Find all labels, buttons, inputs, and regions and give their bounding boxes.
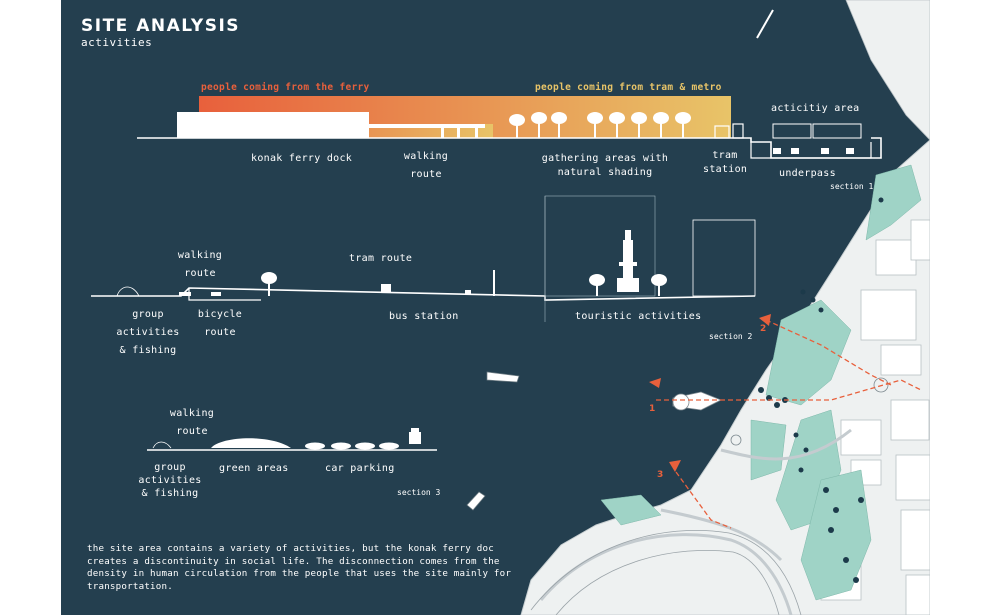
walking-roof — [369, 124, 485, 128]
tall-frame-right — [692, 219, 756, 297]
section-3-label: section 3 — [397, 488, 441, 497]
section-3-drawing — [147, 428, 437, 451]
boats — [466, 371, 520, 511]
page-subtitle: activities — [81, 36, 153, 49]
walking-route-label-1b: route — [410, 169, 442, 180]
tram-flow-label: people coming from tram & metro — [535, 82, 722, 93]
section-1-drawing — [137, 96, 882, 159]
group-activities-label-2b: activities — [116, 327, 180, 338]
pier — [672, 377, 889, 446]
bicycle-route-label-b: route — [204, 327, 236, 338]
roads — [539, 428, 852, 615]
road-edges — [530, 530, 802, 615]
description-text: the site area contains a variety of acti… — [87, 543, 512, 592]
section-1-trees — [509, 112, 691, 138]
walking-route-label-3a: walking — [169, 408, 215, 419]
group-activities-label-3b: activities — [138, 475, 202, 486]
page-title: SITE ANALYSIS — [81, 16, 241, 36]
walking-route-label-2a: walking — [177, 250, 223, 261]
group-activities-label-3c: & fishing — [141, 488, 199, 499]
section-3-tower — [409, 428, 421, 444]
north-arrow — [756, 9, 774, 39]
walking-route-label-1a: walking — [403, 151, 449, 162]
section-lines — [656, 319, 922, 529]
ferry-flow-label: people coming from the ferry — [201, 82, 370, 93]
site-drawing — [91, 0, 930, 615]
group-activities-label-2c: & fishing — [119, 345, 177, 356]
touristic-activities-label: touristic activities — [575, 311, 702, 322]
underpass-label: underpass — [779, 168, 836, 179]
green-areas — [600, 164, 922, 601]
gathering-label-b: natural shading — [557, 167, 653, 178]
section-marker-1: 1 — [649, 404, 656, 414]
tram-route-label: tram route — [349, 253, 413, 264]
section-1-label: section 1 — [830, 182, 874, 191]
tram-station-label-a: tram — [712, 150, 738, 161]
walking-route-label-2b: route — [184, 268, 216, 279]
green-areas-label: green areas — [219, 463, 289, 474]
section-marker-2: 2 — [760, 324, 767, 334]
underpass-detail — [773, 148, 854, 154]
section-2-ground — [91, 287, 756, 301]
car-parking-label: car parking — [325, 463, 395, 474]
bus-station-label: bus station — [389, 311, 459, 322]
ferry-dock-roof — [177, 112, 233, 138]
section-2-details — [179, 230, 667, 296]
section-2-label: section 2 — [709, 332, 753, 341]
site-analysis-board: SITE ANALYSIS activities people coming f… — [61, 0, 930, 615]
clock-tower — [617, 230, 639, 292]
ferry-dock-label: konak ferry dock — [251, 153, 353, 164]
section-3-mound — [211, 438, 291, 448]
group-activities-label-3a: group — [154, 462, 186, 473]
section-1-ground — [137, 137, 882, 159]
group-activities-label-2a: group — [132, 309, 164, 320]
bicycle-route-label-a: bicycle — [197, 309, 243, 320]
activity-area-label: acticitiy area — [771, 103, 860, 114]
gathering-label-a: gathering areas with — [541, 153, 669, 164]
port-building — [845, 0, 930, 141]
parked-cars — [305, 442, 399, 450]
city-blocks — [820, 219, 930, 615]
walking-posts — [441, 124, 478, 138]
tram-station-label-b: station — [703, 164, 748, 175]
section-arrows — [649, 314, 771, 472]
site-map — [466, 0, 930, 615]
walking-route-label-3b: route — [176, 426, 208, 437]
activity-area-frames — [772, 123, 862, 139]
section-marker-3: 3 — [657, 470, 664, 480]
